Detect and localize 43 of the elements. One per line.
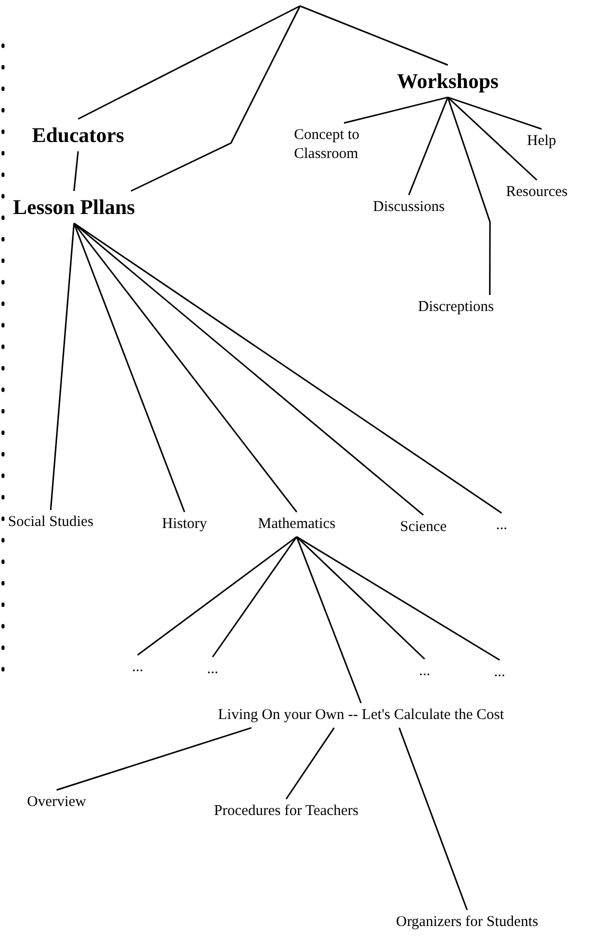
node-label: Procedures for Teachers bbox=[214, 802, 358, 821]
node-label: Living On your Own -- Let's Calculate the Cost bbox=[218, 706, 504, 725]
node-label: Concept to Classroom bbox=[294, 126, 394, 164]
node-label: Social Studies bbox=[8, 513, 94, 532]
node-label: Discreptions bbox=[418, 298, 494, 317]
connector-line bbox=[137, 536, 298, 656]
node-label: ... bbox=[132, 658, 144, 677]
node-label: History bbox=[162, 515, 207, 534]
node-label: Lesson Pllans bbox=[13, 194, 135, 220]
node-label: Discussions bbox=[373, 198, 445, 217]
connector-line bbox=[296, 536, 500, 661]
connector-line bbox=[296, 536, 362, 704]
connector-line bbox=[447, 96, 538, 181]
connector-line bbox=[74, 222, 424, 516]
connector-line bbox=[448, 96, 542, 130]
node-label: ... bbox=[419, 662, 430, 681]
connector-line bbox=[212, 536, 298, 658]
connector-line bbox=[300, 5, 448, 66]
node-label: Science bbox=[400, 518, 447, 537]
node-label: Overview bbox=[27, 793, 86, 812]
connector-line bbox=[447, 97, 491, 295]
connector-line bbox=[73, 151, 79, 192]
connector-line bbox=[73, 223, 186, 512]
connector-line bbox=[344, 96, 448, 124]
node-label: Resources bbox=[506, 183, 568, 202]
connector-line bbox=[296, 536, 426, 660]
connector-line bbox=[56, 727, 252, 791]
node-label: Mathematics bbox=[258, 515, 336, 534]
connector-line bbox=[73, 222, 298, 512]
node-label: Help bbox=[527, 132, 556, 151]
connector-line bbox=[130, 6, 301, 192]
node-label: Workshops bbox=[397, 68, 499, 94]
connector-line bbox=[286, 727, 335, 800]
node-label: ... bbox=[207, 660, 218, 679]
node-label: Educators bbox=[32, 122, 124, 148]
node-label: Organizers for Students bbox=[396, 913, 538, 932]
connector-line bbox=[74, 222, 502, 514]
node-label: ... bbox=[496, 516, 508, 535]
connector-line bbox=[50, 223, 75, 510]
connector-line bbox=[408, 97, 448, 196]
connector-line bbox=[398, 728, 468, 910]
connector-line bbox=[78, 5, 300, 120]
node-label: ... bbox=[494, 663, 506, 682]
